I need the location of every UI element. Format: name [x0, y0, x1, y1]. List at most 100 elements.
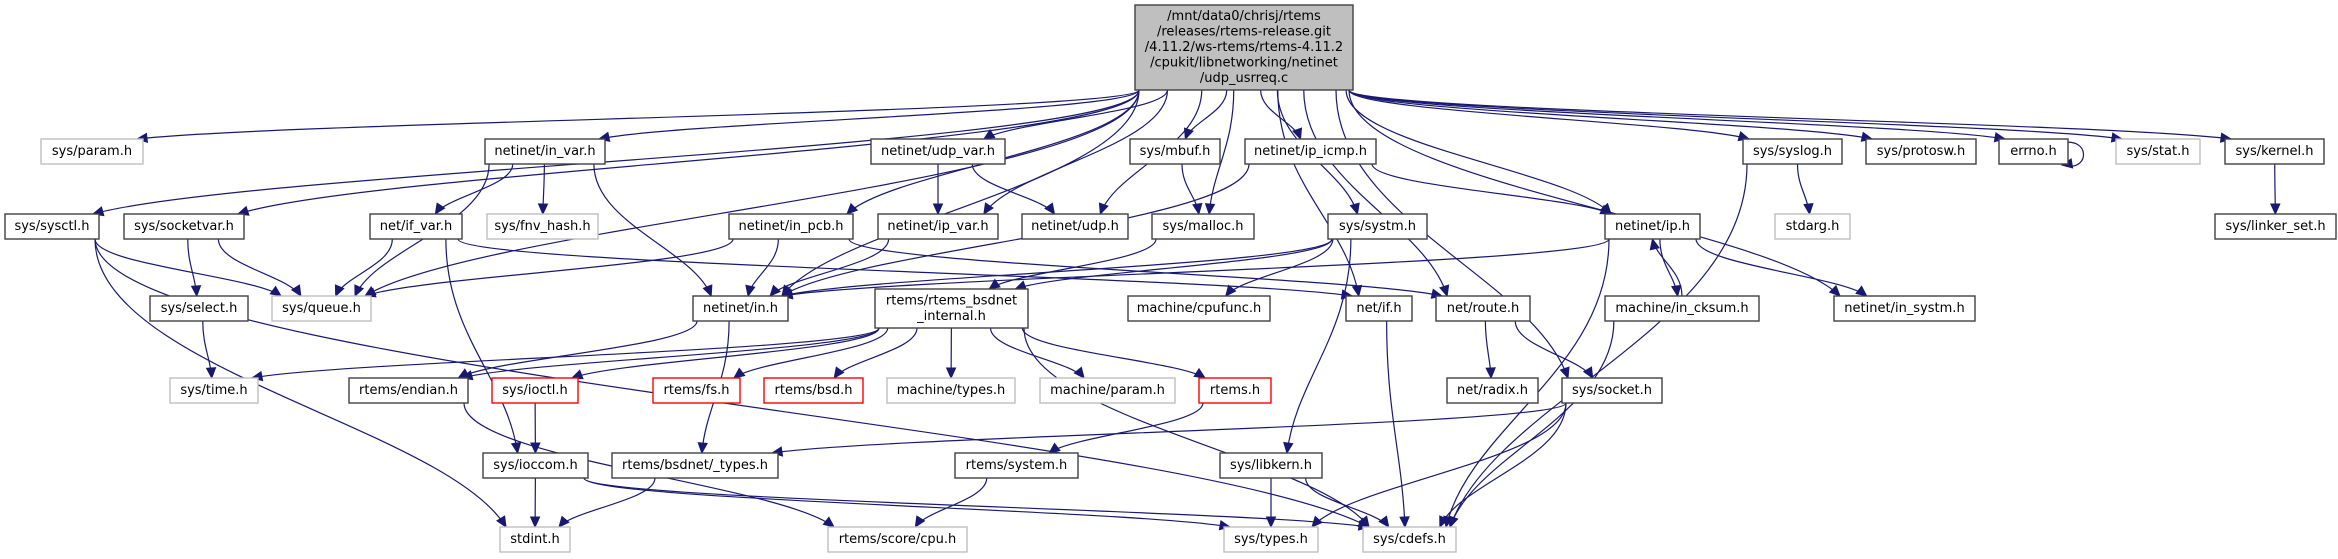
edge-arrowhead: [496, 515, 507, 529]
edge-arrowhead: [558, 515, 570, 528]
node-sys-stat[interactable]: sys/stat.h: [2115, 138, 2201, 165]
edge-net-route-to-sys-socket: [1514, 320, 1594, 380]
edge-arrowhead: [1349, 202, 1360, 216]
node-netinet-in-var[interactable]: netinet/in_var.h: [484, 138, 606, 165]
node-rtems-score-cpu[interactable]: rtems/score/cpu.h: [827, 526, 968, 553]
edge-line: [1015, 238, 1333, 290]
edge-line: [457, 238, 1353, 297]
node-label: /mnt/data0/chrisj/rtems: [1167, 9, 1321, 24]
node-netinet-udp-var[interactable]: netinet/udp_var.h: [870, 138, 1006, 165]
node-sys-socket[interactable]: sys/socket.h: [1561, 377, 1663, 404]
edge-netinet-in-var-to-net-if-var: [434, 163, 514, 216]
node-label: rtems/endian.h: [359, 383, 458, 398]
edge-line: [1695, 238, 1868, 297]
node-sys-libkern[interactable]: sys/libkern.h: [1219, 452, 1323, 479]
node-sys-systm[interactable]: sys/systm.h: [1327, 213, 1428, 240]
node-sys-param[interactable]: sys/param.h: [40, 138, 144, 165]
edge-arrowhead: [1073, 366, 1085, 379]
node-netinet-udp[interactable]: netinet/udp.h: [1021, 213, 1129, 240]
edge-rtems-bsdnet-internal-to-rtems-fs: [733, 327, 889, 379]
node-net-if-var[interactable]: net/if_var.h: [369, 213, 463, 240]
node-label: sys/mbuf.h: [1140, 144, 1211, 159]
node-sys-linker-set[interactable]: sys/linker_set.h: [2214, 213, 2337, 240]
node-label: sys/stat.h: [2127, 144, 2190, 159]
edge-line: [1021, 327, 1206, 379]
node-machine-types[interactable]: machine/types.h: [886, 377, 1016, 404]
node-sys-fnv-hash[interactable]: sys/fnv_hash.h: [486, 213, 599, 240]
edge-rtems-bsdnet-internal-to-machine-types: [945, 327, 957, 380]
node-label: netinet/in.h: [703, 301, 778, 316]
edge-arrowhead: [1048, 442, 1061, 454]
node-rtems-h[interactable]: rtems.h: [1198, 377, 1272, 404]
edge-arrowhead: [1439, 284, 1450, 298]
node-machine-param[interactable]: machine/param.h: [1039, 377, 1176, 404]
node-box: [499, 526, 571, 553]
edge-arrowhead: [1582, 366, 1594, 380]
node-label: netinet/in_var.h: [494, 144, 595, 159]
node-sys-kernel[interactable]: sys/kernel.h: [2224, 138, 2325, 165]
node-rtems-endian[interactable]: rtems/endian.h: [348, 377, 469, 404]
edge-rtems-system-to-rtems-score-cpu: [914, 477, 988, 529]
node-label: sys/socketvar.h: [134, 219, 234, 234]
node-netinet-ip-icmp[interactable]: netinet/ip_icmp.h: [1244, 138, 1377, 165]
edge-arrowhead: [290, 284, 302, 298]
node-net-route[interactable]: net/route.h: [1435, 295, 1531, 322]
node-machine-in-cksum[interactable]: machine/in_cksum.h: [1604, 295, 1760, 322]
node-rtems-bsdnet-types[interactable]: rtems/bsdnet/_types.h: [611, 452, 779, 479]
node-box: [1446, 377, 1539, 404]
edge-netinet-in-pcb-to-netinet-in: [745, 238, 779, 298]
edge-line: [988, 238, 1157, 290]
node-rtems-bsd[interactable]: rtems/bsd.h: [763, 377, 864, 404]
edge-sys-syslog-to-sys-cdefs: [1448, 163, 1748, 529]
node-root[interactable]: /mnt/data0/chrisj/rtems/releases/rtems-r…: [1134, 4, 1354, 91]
edge-line: [1386, 320, 1406, 528]
node-rtems-bsdnet-internal[interactable]: rtems/rtems_bsdnet_internal.h: [874, 288, 1029, 329]
edge-arrowhead: [1670, 284, 1682, 298]
node-sys-types[interactable]: sys/types.h: [1223, 526, 1319, 553]
edge-sys-socketvar-to-sys-queue: [217, 238, 302, 298]
node-box: [954, 452, 1079, 479]
edge-machine-in-cksum-to-sys-cdefs: [1448, 320, 1615, 529]
node-label: netinet/in_pcb.h: [738, 219, 843, 234]
node-netinet-ip[interactable]: netinet/ip.h: [1604, 213, 1701, 240]
node-sys-ioccom[interactable]: sys/ioccom.h: [482, 452, 589, 479]
node-sys-select[interactable]: sys/select.h: [149, 295, 249, 322]
node-box: [149, 295, 249, 322]
edge-netinet-in-var-to-netinet-in: [593, 163, 713, 298]
node-sys-mbuf[interactable]: sys/mbuf.h: [1129, 138, 1221, 165]
node-sys-time[interactable]: sys/time.h: [169, 377, 259, 404]
node-sys-socketvar[interactable]: sys/socketvar.h: [123, 213, 245, 240]
node-label: sys/cdefs.h: [1373, 532, 1446, 547]
node-errno[interactable]: errno.h: [1998, 138, 2069, 165]
node-netinet-in[interactable]: netinet/in.h: [692, 295, 789, 322]
edges-layer: [91, 89, 2281, 531]
edge-arrowhead: [1225, 284, 1237, 297]
edge-line: [781, 238, 1610, 297]
node-label: net/if_var.h: [380, 219, 453, 234]
node-box: [886, 377, 1016, 404]
node-net-if[interactable]: net/if.h: [1345, 295, 1413, 322]
node-stdint[interactable]: stdint.h: [499, 526, 571, 553]
node-sys-sysctl[interactable]: sys/sysctl.h: [4, 213, 100, 240]
node-sys-queue[interactable]: sys/queue.h: [271, 295, 372, 322]
node-sys-cdefs[interactable]: sys/cdefs.h: [1362, 526, 1457, 553]
edge-line: [1439, 402, 1567, 528]
node-box: [1129, 138, 1221, 165]
node-box: [1223, 526, 1319, 553]
node-sys-protosw[interactable]: sys/protosw.h: [1865, 138, 1977, 165]
node-netinet-ip-var[interactable]: netinet/ip_var.h: [877, 213, 999, 240]
edge-arrowhead: [1649, 237, 1660, 251]
node-netinet-in-pcb[interactable]: netinet/in_pcb.h: [728, 213, 854, 240]
node-rtems-fs[interactable]: rtems/fs.h: [652, 377, 741, 404]
node-sys-ioctl[interactable]: sys/ioctl.h: [491, 377, 579, 404]
node-rtems-system[interactable]: rtems/system.h: [954, 452, 1079, 479]
node-sys-malloc[interactable]: sys/malloc.h: [1151, 213, 1255, 240]
node-machine-cpufunc[interactable]: machine/cpufunc.h: [1127, 295, 1271, 322]
node-sys-syslog[interactable]: sys/syslog.h: [1742, 138, 1843, 165]
node-stdarg[interactable]: stdarg.h: [1774, 213, 1851, 240]
edge-rtems-bsdnet-internal-to-sys-time: [250, 327, 880, 382]
node-net-radix[interactable]: net/radix.h: [1446, 377, 1539, 404]
edge-net-if-var-to-sys-queue: [334, 238, 393, 298]
edge-arrowhead: [697, 442, 709, 455]
node-netinet-in-systm[interactable]: netinet/in_systm.h: [1833, 295, 1976, 322]
